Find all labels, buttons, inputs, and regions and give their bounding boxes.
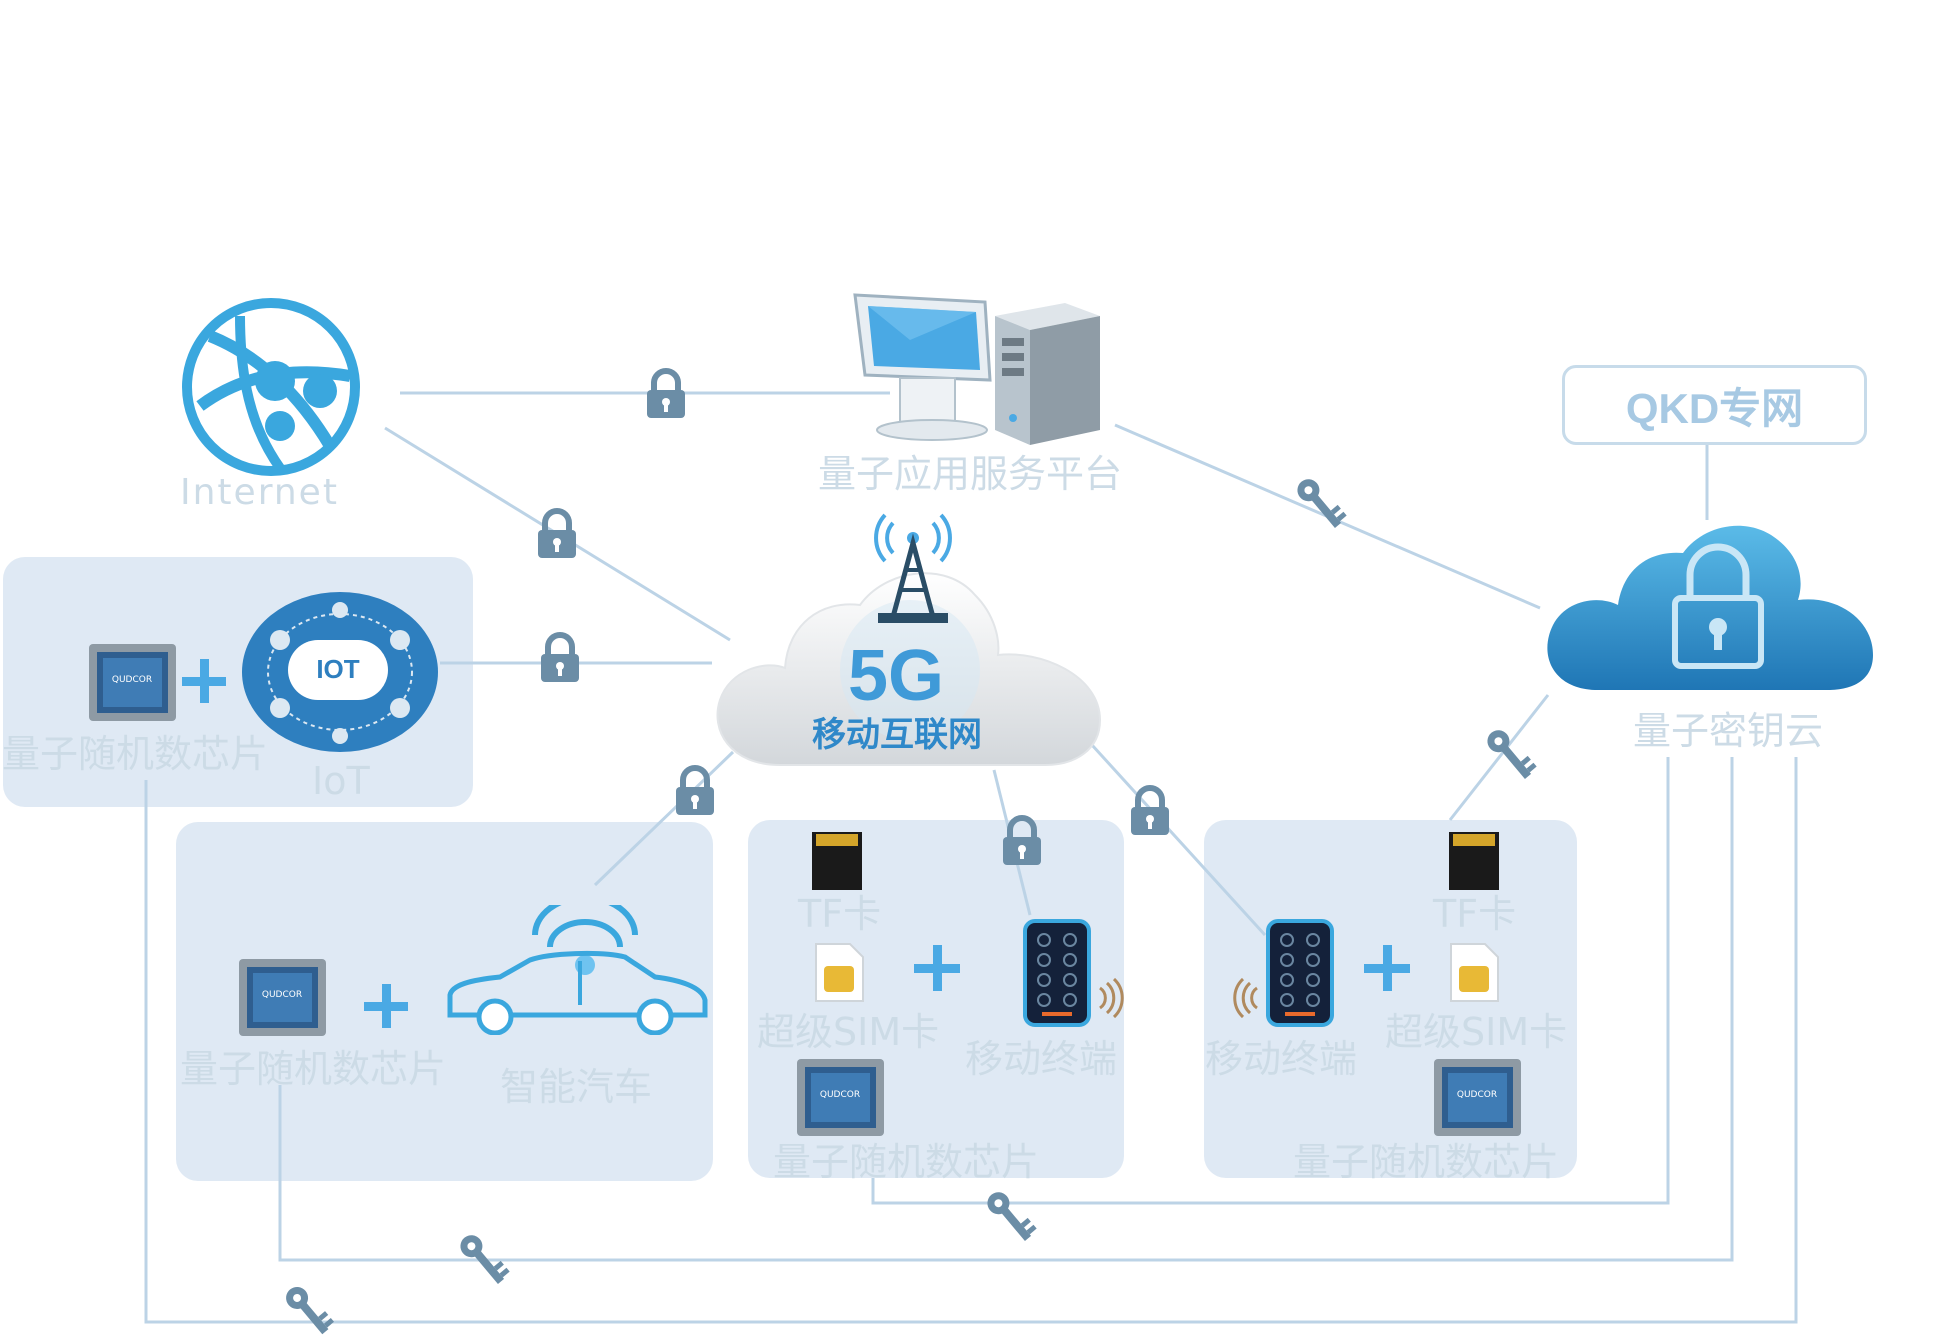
phone-icon <box>1023 919 1091 1027</box>
sim-card-icon <box>1450 943 1499 1002</box>
chip-icon: QUDCOR <box>89 644 176 721</box>
chip-label-4: 量子随机数芯片 <box>1293 1140 1560 1184</box>
key-icon <box>1487 730 1537 780</box>
chip-brand-text: QUDCOR <box>262 990 302 1000</box>
lock-icon <box>538 508 576 558</box>
car-icon <box>447 905 708 1035</box>
tf-card-label-1: TF卡 <box>798 892 882 936</box>
chip-icon: QUDCOR <box>239 959 326 1036</box>
lock-icon <box>541 632 579 682</box>
chip-icon: QUDCOR <box>1434 1059 1521 1136</box>
phone-icon <box>1266 919 1334 1027</box>
chip-brand-text: QUDCOR <box>112 675 152 685</box>
net-5g-label: 5G <box>848 636 945 716</box>
super-sim-label-1: 超级SIM卡 <box>757 1010 940 1054</box>
cloud-5g-icon <box>716 572 1102 766</box>
car-chip-label: 量子随机数芯片 <box>180 1047 447 1091</box>
lock-icon <box>1003 815 1041 865</box>
mobile-terminal-label-2: 移动终端 <box>1205 1037 1358 1081</box>
signal-waves-icon <box>1099 978 1124 1018</box>
lock-icon <box>1131 785 1169 835</box>
lock-icon <box>676 765 714 815</box>
sim-card-icon <box>815 943 864 1002</box>
key-cloud-label: 量子密钥云 <box>1633 709 1824 753</box>
platform-label: 量子应用服务平台 <box>818 452 1123 496</box>
key-icon <box>987 1192 1037 1242</box>
plus-icon <box>914 945 960 991</box>
signal-waves-icon <box>1233 978 1258 1018</box>
iot-icon: IOT <box>242 592 438 752</box>
tf-card-icon <box>812 832 862 890</box>
iot-logo-text: IOT <box>316 654 359 684</box>
plus-icon <box>364 984 408 1028</box>
internet-label: Internet <box>180 472 339 513</box>
tower-icon <box>874 513 952 623</box>
key-cloud-icon <box>1547 525 1873 690</box>
mobile-terminal-label-1: 移动终端 <box>965 1037 1118 1081</box>
iot-chip-label: 量子随机数芯片 <box>2 732 269 776</box>
qkd-network-box: QKD专网 <box>1562 365 1867 445</box>
chip-label-3: 量子随机数芯片 <box>773 1140 1040 1184</box>
key-icon <box>1297 479 1347 529</box>
iot-label: IoT <box>312 759 370 803</box>
plus-icon <box>182 659 226 703</box>
key-icon <box>460 1235 510 1285</box>
tf-card-icon <box>1449 832 1499 890</box>
server-icon <box>995 303 1100 445</box>
chip-brand-text: QUDCOR <box>1457 1090 1497 1100</box>
plus-icon <box>1364 945 1410 991</box>
qkd-label: QKD专网 <box>1625 384 1804 432</box>
monitor-icon <box>853 293 992 441</box>
tf-card-label-2: TF卡 <box>1433 892 1517 936</box>
chip-brand-text: QUDCOR <box>820 1090 860 1100</box>
smart-car-label: 智能汽车 <box>500 1065 653 1109</box>
key-icon <box>286 1286 335 1335</box>
super-sim-label-2: 超级SIM卡 <box>1385 1010 1568 1054</box>
lock-icon <box>647 368 685 418</box>
mobile-internet-label: 移动互联网 <box>812 715 982 755</box>
chip-icon: QUDCOR <box>797 1059 884 1136</box>
globe-icon <box>182 298 360 476</box>
